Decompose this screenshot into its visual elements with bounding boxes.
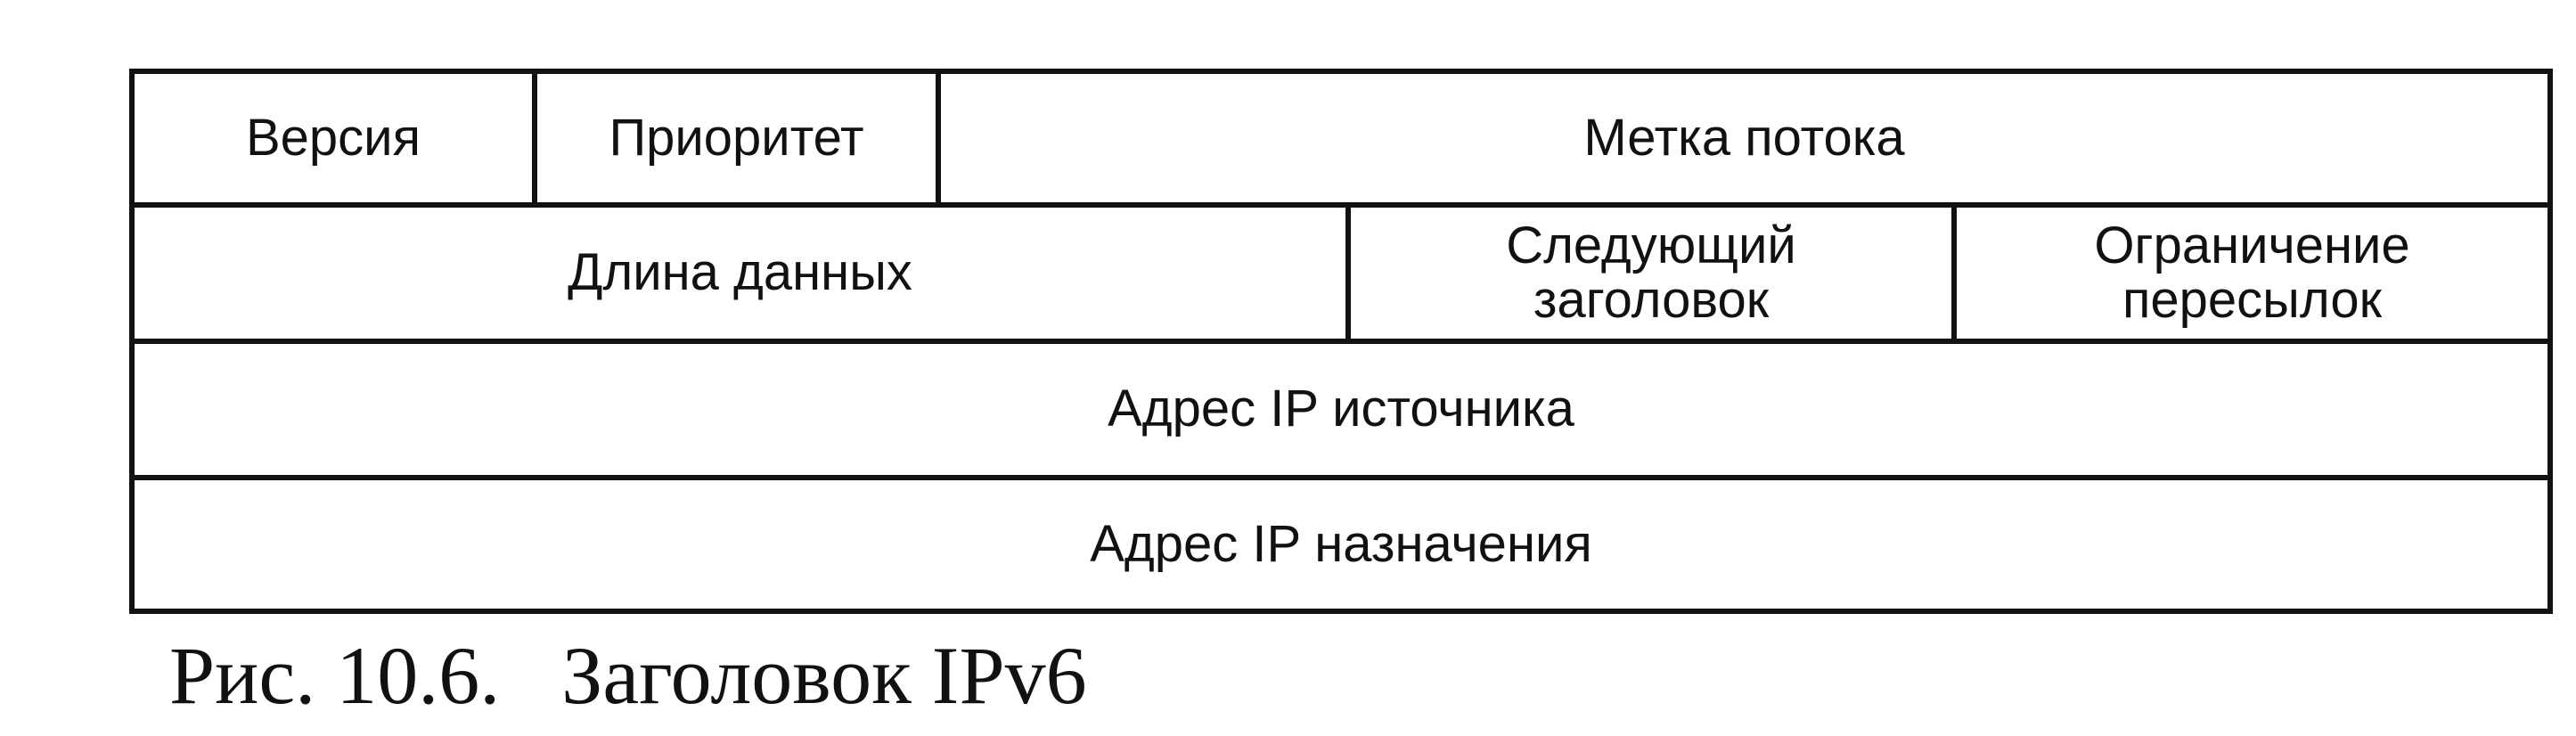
field-payload-length-label: Длина данных	[568, 243, 912, 302]
field-hop-limit-label: Ограничение пересылок	[2094, 216, 2410, 329]
field-next-header-label: Следующий заголовок	[1506, 216, 1796, 329]
field-version: Версия	[135, 74, 537, 202]
header-row-1: Версия Приоритет Метка потока	[135, 74, 2547, 208]
field-version-label: Версия	[245, 108, 421, 167]
header-row-3: Адрес IP источника	[135, 344, 2547, 480]
field-source-address-label: Адрес IP источника	[1108, 380, 1574, 438]
field-priority: Приоритет	[537, 74, 941, 202]
header-row-4: Адрес IP назначения	[135, 480, 2547, 609]
figure-number: Рис. 10.6.	[169, 630, 501, 721]
field-destination-address: Адрес IP назначения	[135, 480, 2547, 609]
field-priority-label: Приоритет	[609, 108, 864, 167]
ipv6-header-diagram: Версия Приоритет Метка потока Длина данн…	[129, 69, 2553, 614]
field-next-header: Следующий заголовок	[1351, 208, 1957, 339]
field-hop-limit: Ограничение пересылок	[1957, 208, 2547, 339]
field-destination-address-label: Адрес IP назначения	[1090, 514, 1592, 573]
field-flow-label-text: Метка потока	[1583, 108, 1905, 167]
field-source-address: Адрес IP источника	[135, 344, 2547, 475]
field-payload-length: Длина данных	[135, 208, 1351, 339]
figure-title: Заголовок IPv6	[561, 630, 1087, 721]
field-flow-label: Метка потока	[941, 74, 2547, 202]
header-row-2: Длина данных Следующий заголовок Огранич…	[135, 208, 2547, 344]
figure-caption: Рис. 10.6. Заголовок IPv6	[169, 634, 1087, 716]
